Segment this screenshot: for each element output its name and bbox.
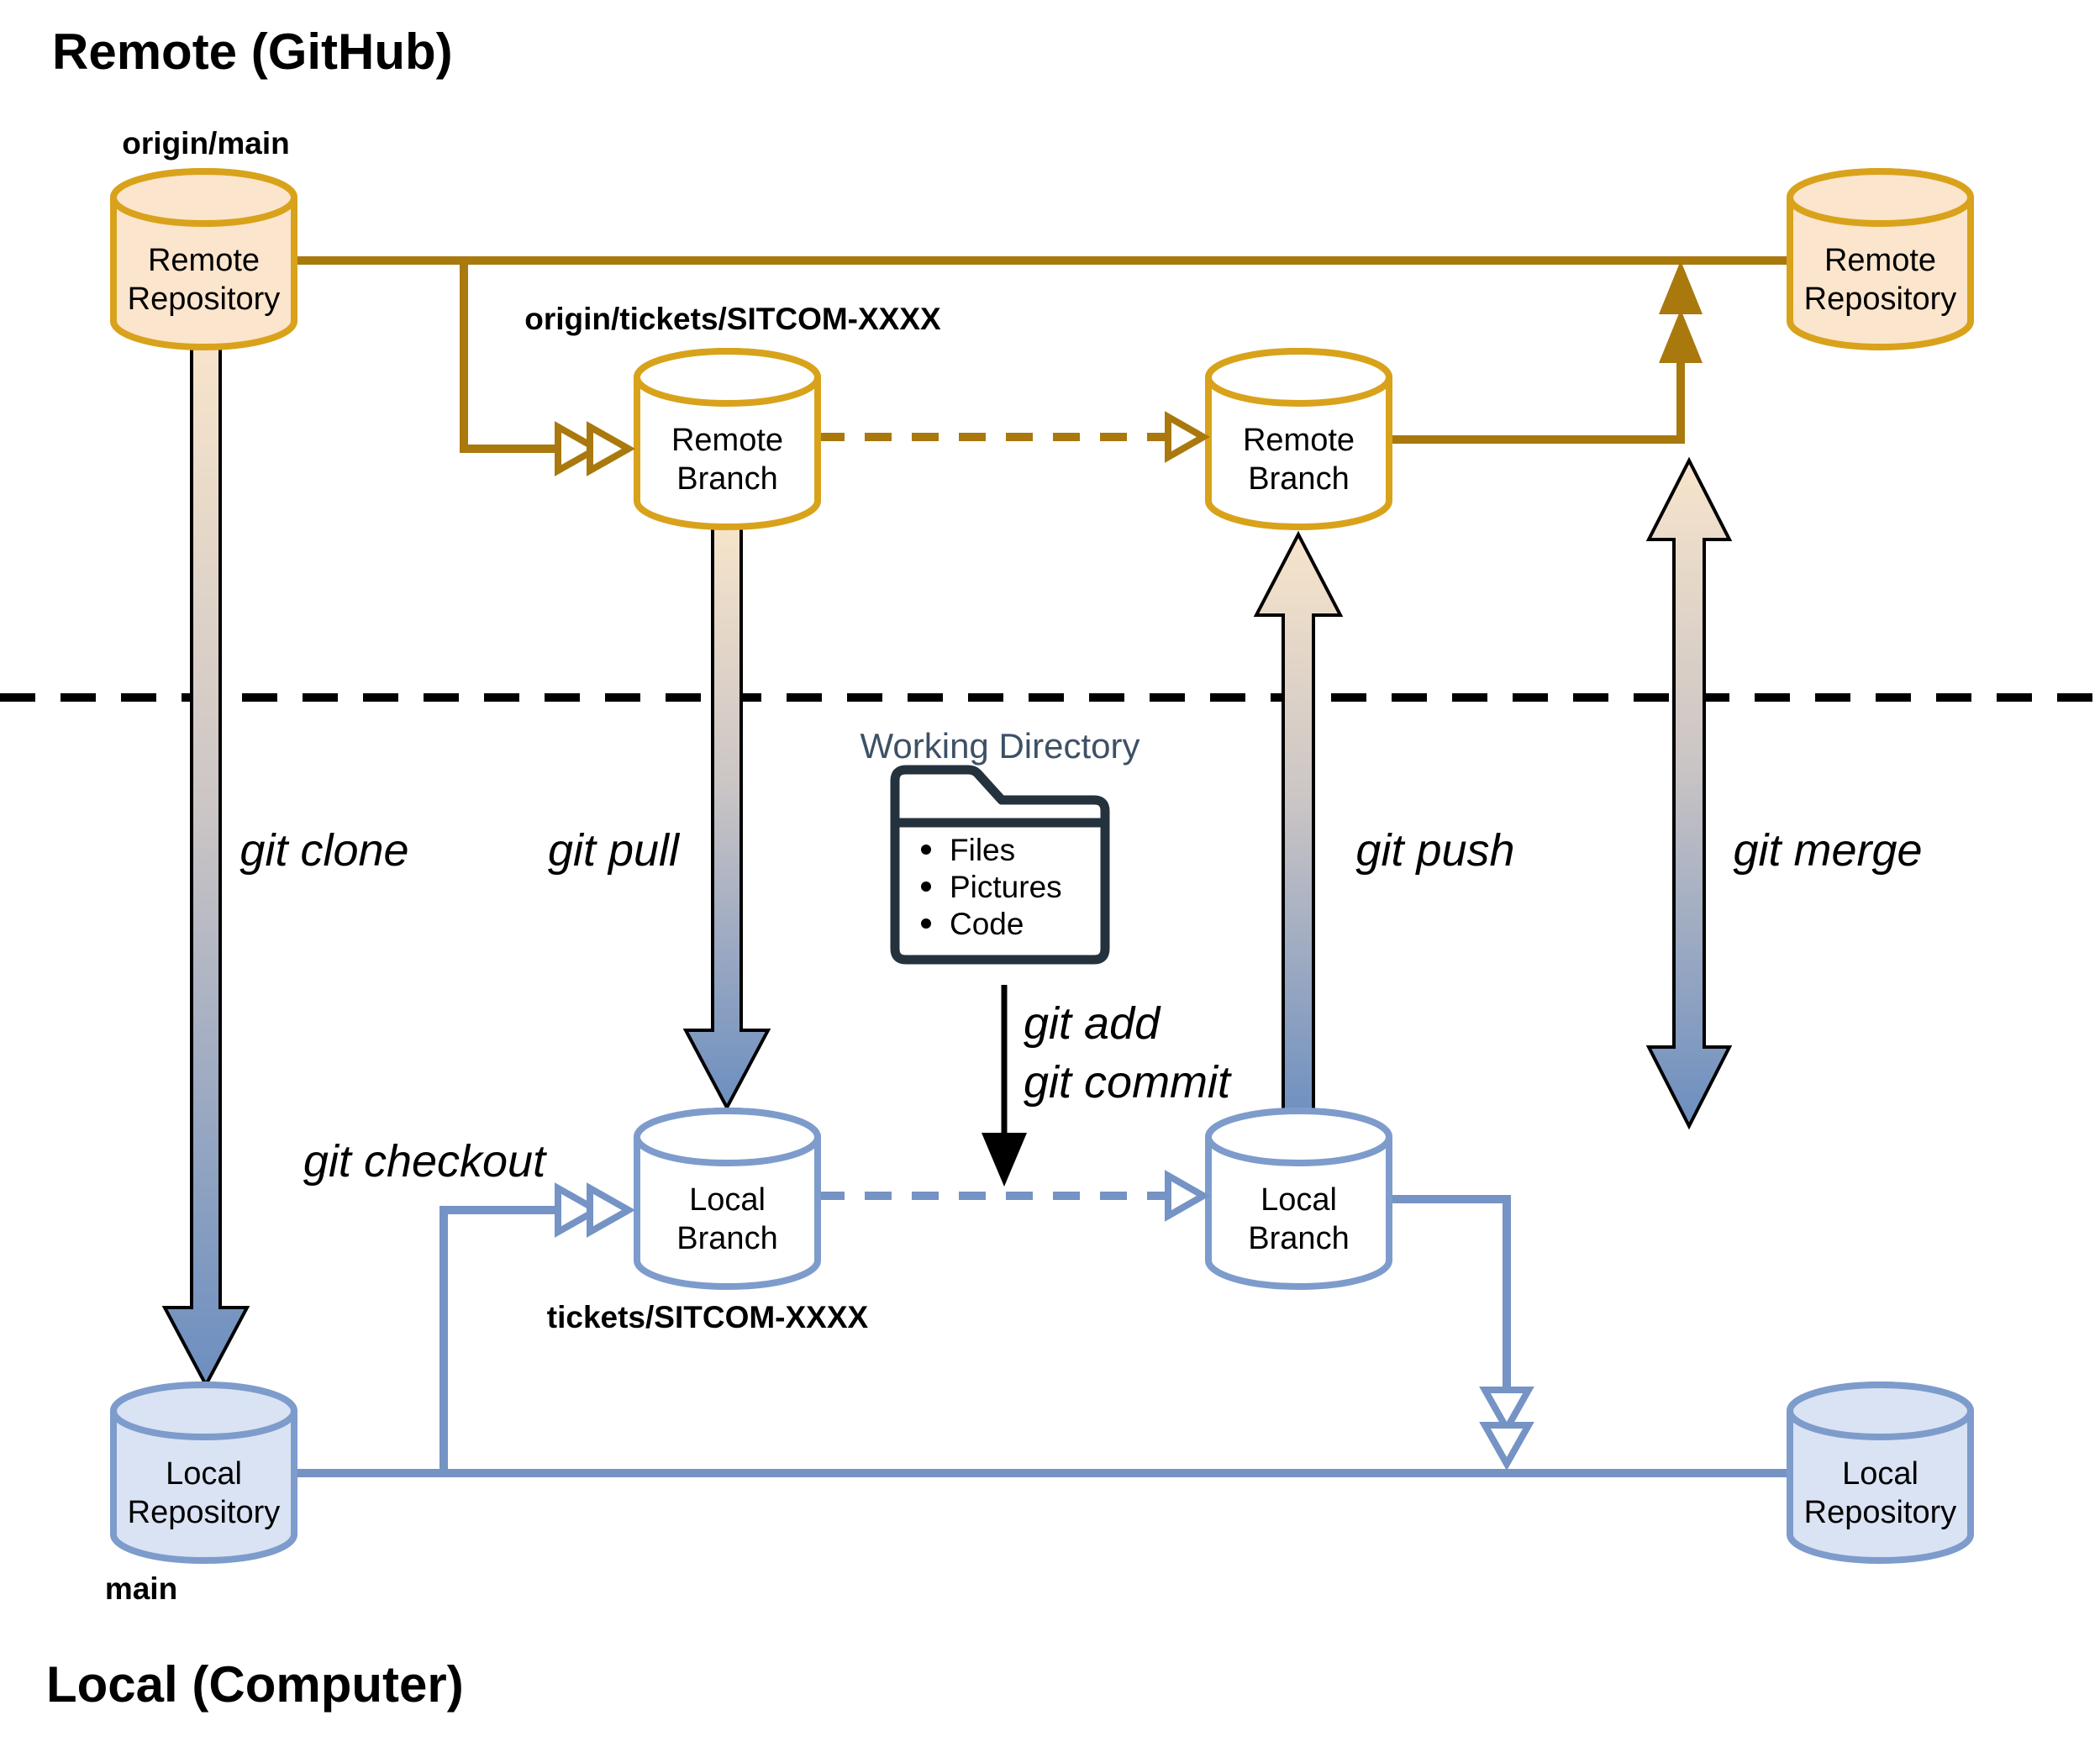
- bullet-icon: [921, 882, 931, 892]
- node-text: Repository: [1804, 282, 1957, 317]
- origin-ticket-label: origin/tickets/SITCOM-XXXX: [524, 302, 941, 336]
- database-top: [110, 168, 297, 227]
- git-push-label: git push: [1355, 825, 1514, 876]
- database-top: [1205, 348, 1392, 407]
- local-merge-connector: [1387, 1195, 1511, 1388]
- local-section-title: Local (Computer): [46, 1656, 464, 1713]
- node-text: Remote: [148, 243, 260, 278]
- database-top: [634, 348, 821, 407]
- remote-merge-connector: [1387, 360, 1685, 444]
- local-ticket-label: tickets/SITCOM-XXXX: [547, 1300, 869, 1334]
- local-branch-right: Local Branch: [1205, 1108, 1392, 1290]
- git-pull-label: git pull: [548, 825, 681, 876]
- git-pull-arrow: [682, 519, 771, 1112]
- gold-double-up-arrowhead: [1659, 261, 1703, 363]
- remote-branch-connector: [460, 261, 556, 453]
- node-text: Remote: [671, 423, 783, 458]
- node-text: Branch: [676, 461, 777, 497]
- git-clone-arrow: [161, 343, 250, 1389]
- bullet-icon: [921, 918, 931, 929]
- local-repository-main: Local Repository: [110, 1381, 297, 1564]
- git-add-label: git add: [1024, 998, 1161, 1049]
- local-branch-left: Local Branch: [634, 1108, 821, 1290]
- node-text: Repository: [1804, 1495, 1957, 1530]
- working-directory-item: Pictures: [950, 870, 1062, 904]
- working-directory-item: Files: [950, 833, 1015, 867]
- node-text: Branch: [676, 1221, 777, 1256]
- blue-double-chevron-down: [1479, 1387, 1534, 1471]
- local-main-label: main: [105, 1571, 177, 1606]
- bullet-icon: [921, 845, 931, 855]
- gold-double-chevron-right: [555, 421, 636, 476]
- working-directory-title: Working Directory: [861, 726, 1140, 766]
- working-directory-item: Code: [950, 907, 1024, 941]
- node-text: Remote: [1824, 243, 1936, 278]
- node-text: Branch: [1248, 461, 1349, 497]
- node-text: Branch: [1248, 1221, 1349, 1256]
- git-add-commit-arrowhead: [982, 1133, 1027, 1187]
- database-top: [110, 1381, 297, 1440]
- blue-dashed-arrowhead: [1165, 1170, 1211, 1222]
- gold-dashed-arrowhead: [1165, 411, 1211, 463]
- remote-repository-right: Remote Repository: [1787, 168, 1974, 350]
- remote-repository-origin-main: Remote Repository: [110, 168, 297, 350]
- database-top: [634, 1108, 821, 1166]
- remote-branch-left: Remote Branch: [634, 348, 821, 530]
- database-top: [1787, 168, 1974, 227]
- node-text: Local: [1261, 1182, 1337, 1218]
- git-checkout-connector: [439, 1206, 556, 1473]
- origin-main-label: origin/main: [122, 126, 289, 161]
- node-text: Local: [1842, 1456, 1918, 1492]
- node-text: Repository: [128, 282, 281, 317]
- node-text: Repository: [128, 1495, 281, 1530]
- git-checkout-label: git checkout: [303, 1136, 547, 1187]
- node-text: Local: [166, 1456, 242, 1492]
- git-clone-label: git clone: [239, 825, 408, 876]
- working-directory: Working Directory Files Pictures Code: [861, 726, 1140, 965]
- node-text: Local: [689, 1182, 766, 1218]
- database-top: [1787, 1381, 1974, 1440]
- git-merge-label: git merge: [1733, 825, 1922, 876]
- remote-section-title: Remote (GitHub): [52, 24, 453, 80]
- node-text: Remote: [1243, 423, 1355, 458]
- git-push-arrow: [1253, 530, 1344, 1128]
- database-top: [1205, 1108, 1392, 1166]
- blue-double-chevron-right: [555, 1182, 636, 1238]
- git-merge-arrow: [1645, 456, 1733, 1130]
- remote-branch-right: Remote Branch: [1205, 348, 1392, 530]
- folder-icon: [890, 765, 1110, 965]
- git-commit-label: git commit: [1024, 1057, 1232, 1108]
- local-repository-right: Local Repository: [1787, 1381, 1974, 1564]
